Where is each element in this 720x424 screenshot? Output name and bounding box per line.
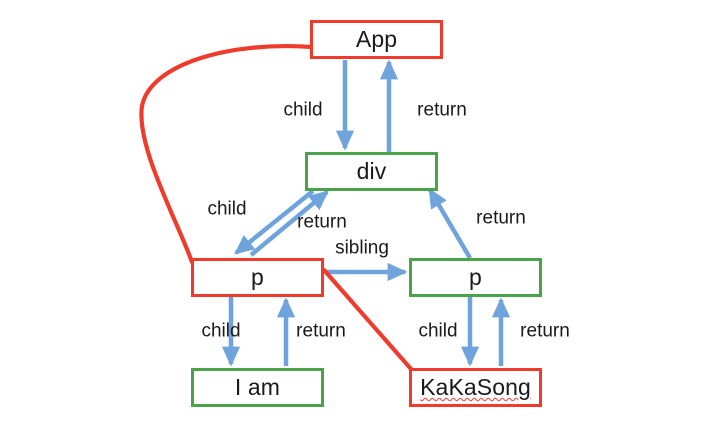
edge-label-pleft-pright-sibling: sibling bbox=[335, 237, 389, 259]
node-p-left[interactable]: p bbox=[191, 258, 324, 297]
node-i-am-label: I am bbox=[234, 374, 281, 400]
node-kakasong[interactable]: KaKaSong bbox=[409, 368, 542, 407]
edge-div-pleft-child bbox=[234, 189, 315, 255]
edge-label-pright-div-return: return bbox=[476, 207, 526, 229]
edge-label-iam-pleft-return: return bbox=[296, 320, 346, 342]
node-p-right-label: p bbox=[469, 264, 482, 290]
node-app-label: App bbox=[355, 26, 398, 52]
edge-label-app-div-child: child bbox=[283, 99, 323, 121]
edge-pleft-kaka-red-line bbox=[321, 267, 414, 372]
edge-pright-div-return bbox=[428, 187, 472, 260]
edge-app-pleft-red-curve bbox=[139, 44, 315, 265]
node-i-am[interactable]: I am bbox=[191, 368, 324, 407]
node-kakasong-label: KaKaSong bbox=[420, 374, 531, 400]
edge-label-pleft-iam-child: child bbox=[201, 320, 241, 342]
edge-label-pright-kaka-child: child bbox=[418, 320, 458, 342]
edge-label-div-app-return: return bbox=[417, 99, 467, 121]
edge-label-div-pleft-child: child bbox=[207, 198, 247, 220]
node-p-left-label: p bbox=[251, 264, 264, 290]
node-div[interactable]: div bbox=[305, 152, 438, 191]
edge-label-kaka-pright-return: return bbox=[520, 320, 570, 342]
node-app[interactable]: App bbox=[310, 20, 443, 59]
edge-pleft-div-return bbox=[249, 190, 329, 257]
node-p-right[interactable]: p bbox=[409, 258, 542, 297]
edge-label-pleft-div-return: return bbox=[297, 211, 347, 233]
node-div-label: div bbox=[356, 158, 387, 184]
